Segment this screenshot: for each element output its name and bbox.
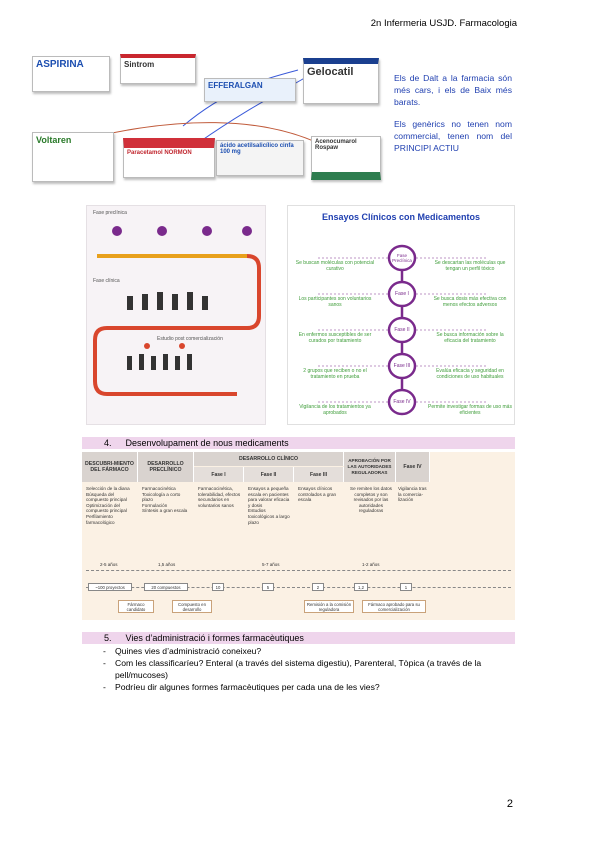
time-approval: 1-2 años <box>362 562 380 567</box>
milestone-compound: Compuesto en desarrollo <box>172 600 212 613</box>
ensayos-phase-3: Fase III <box>393 363 411 369</box>
side-note-generics: Els genèrics no tenen nom commercial, te… <box>394 119 512 153</box>
milestone-approved: Fármaco aprobado para su comercializació… <box>362 600 426 613</box>
medicines-image: ASPIRINA Sintrom EFFERALGAN Gelocatil Vo… <box>28 48 383 188</box>
timeline-top <box>86 570 511 571</box>
ensayos-phase-0: Fase Preclínica <box>392 253 412 263</box>
question-2: Com les classificaríeu? Enteral (a travé… <box>103 657 515 681</box>
body-fase-3: Ensayos clínicos controlados a gran esca… <box>298 486 337 503</box>
sintrom-box: Sintrom <box>120 54 196 84</box>
body-fase-4: Vigilancia tras la comercia-lización <box>398 486 427 503</box>
voltaren-box: Voltaren <box>32 132 114 182</box>
efferalgan-box: EFFERALGAN <box>204 78 296 102</box>
clinical-phases-infographic: Fase preclínica Fase clínica Estudio pos… <box>86 205 266 425</box>
drug-development-table: DESCUBRI-MIENTO DEL FÁRMACO DESARROLLO P… <box>82 452 515 620</box>
count-fase-1: 10 <box>212 583 224 591</box>
ensayos-right-4: Permite investigar formas de uso más efi… <box>428 404 512 416</box>
ensayos-left-2: En enfermos susceptibles de ser curados … <box>298 332 372 344</box>
ensayos-left-0: Se buscan moléculas con potencial curati… <box>295 260 375 272</box>
count-projects: ~100 proyectos <box>88 583 132 591</box>
section-4-heading: 4. Desenvolupament de nous medicaments <box>82 437 515 449</box>
time-discovery: 2-5 años <box>100 562 118 567</box>
header-preclinical: DESARROLLO PRECLÍNICO <box>138 452 194 482</box>
time-clinical: 5-7 años <box>262 562 280 567</box>
acenocumarol-box: Acenocumarol Rospaw <box>311 136 381 180</box>
section-5-number: 5. <box>104 633 112 643</box>
section-4-title: Desenvolupament de nous medicaments <box>125 438 289 448</box>
fases-label-clinica: Fase clínica <box>93 278 120 284</box>
page-header: 2n Infermeria USJD. Farmacologia <box>370 18 517 29</box>
side-note-prices: Els de Dalt a la farmacia són més cars, … <box>394 73 512 107</box>
milestone-candidate: Fármaco candidato <box>118 600 154 613</box>
page-number: 2 <box>506 798 513 810</box>
aspirina-box: ASPIRINA <box>32 56 110 92</box>
section-4-number: 4. <box>104 438 112 448</box>
acido-acetilsalicilico-box: ácido acetilsalicílico cinfa 100 mg <box>216 140 304 176</box>
count-fase-3: 2 <box>312 583 324 591</box>
header-fase-4: Fase IV <box>396 452 430 482</box>
header-fase-1: Fase I <box>194 467 244 482</box>
gelocatil-box: Gelocatil <box>303 58 379 104</box>
ensayos-left-4: Vigilancia de los tratamientos ya aproba… <box>299 404 371 416</box>
fases-label-post: Estudio post comercialización <box>157 336 223 342</box>
header-fase-2: Fase II <box>244 467 294 482</box>
ensayos-phase-1: Fase I <box>395 291 409 297</box>
ensayos-phase-4: Fase IV <box>393 399 411 405</box>
body-approval: Se remiten los datos completos y son rev… <box>350 486 392 514</box>
count-fase-2: 5 <box>262 583 274 591</box>
count-compounds: 20 compuestos <box>144 583 188 591</box>
milestone-submission: Remisión a la comisión reguladora <box>304 600 354 613</box>
header-approval: APROBACIÓN POR LAS AUTORIDADES REGULADOR… <box>344 452 396 482</box>
ensayos-left-3: 2 grupos que reciben o no el tratamiento… <box>303 368 367 380</box>
section-5-title: Vies d’administració i formes farmacèuti… <box>125 633 304 643</box>
body-preclinical: Farmacocinética Toxicología a corto plaz… <box>142 486 188 514</box>
side-note: Els de Dalt a la farmacia són més cars, … <box>394 72 512 164</box>
count-approval: 1,2 <box>354 583 368 591</box>
ensayos-right-1: Se busca dosis más efectiva con menos ef… <box>433 296 507 308</box>
header-clinical: DESARROLLO CLÍNICO <box>194 452 344 466</box>
header-discovery: DESCUBRI-MIENTO DEL FÁRMACO <box>82 452 138 482</box>
count-fase-4: 1 <box>400 583 412 591</box>
timeline-bottom <box>86 587 511 588</box>
body-fase-2: Ensayos a pequeña escala en pacientes pa… <box>248 486 290 525</box>
ensayos-title: Ensayos Clínicos con Medicamentos <box>321 212 481 222</box>
body-fase-1: Farmacocinética, tolerabilidad, efectos … <box>198 486 241 508</box>
ensayos-right-0: Se descartan las moléculas que tengan un… <box>434 260 506 272</box>
ensayos-left-1: Los participantes son voluntarios sanos <box>298 296 372 308</box>
paracetamol-normon-box: Paracetamol NORMON <box>123 138 215 178</box>
ensayos-chain <box>318 244 488 416</box>
fases-label-preclinica: Fase preclínica <box>93 210 127 216</box>
ensayos-phase-2: Fase II <box>394 327 410 333</box>
time-preclinical: 1,5 años <box>158 562 176 567</box>
header-fase-3: Fase III <box>294 467 344 482</box>
section-5-heading: 5. Vies d’administració i formes farmacèu… <box>82 632 515 644</box>
ensayos-right-2: Se busca información sobre la eficacia d… <box>436 332 504 344</box>
phases-diagram <box>93 226 261 396</box>
ensayos-right-3: Evalúa eficacia y seguridad en condicion… <box>436 368 504 380</box>
body-discovery: Selección de la diana Búsqueda del compu… <box>86 486 130 525</box>
ensayos-infographic: Ensayos Clínicos con Medicamentos Fase P… <box>287 205 515 425</box>
question-1: Quines vies d’administració coneixeu? <box>103 645 515 657</box>
question-3: Podríeu dir algunes formes farmacèutique… <box>103 681 515 693</box>
questions-list: Quines vies d’administració coneixeu? Co… <box>103 645 515 693</box>
